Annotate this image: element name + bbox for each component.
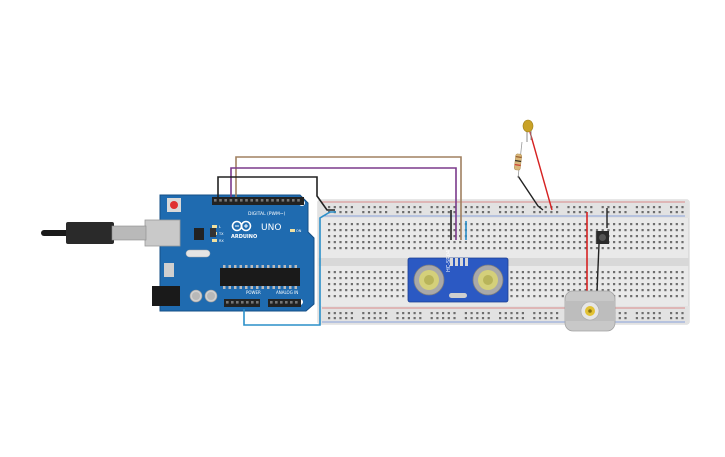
wire-black-arduino[interactable] bbox=[217, 176, 335, 211]
sensor-crystal bbox=[449, 293, 467, 298]
led-tx-label: TX bbox=[218, 232, 224, 236]
digital-header-pins bbox=[214, 199, 300, 202]
sensor-receiver bbox=[472, 264, 504, 296]
analog-header bbox=[268, 299, 301, 307]
digital-label: DIGITAL (PWM~) bbox=[248, 211, 286, 217]
arduino-brand-label: ARDUINO bbox=[231, 234, 257, 240]
crystal-oscillator bbox=[185, 249, 211, 258]
voltage-regulator bbox=[164, 263, 174, 277]
wire-black-motor[interactable] bbox=[596, 243, 600, 293]
wires bbox=[217, 131, 608, 326]
uno-model-label: UNO bbox=[261, 223, 281, 233]
reset-button-cap bbox=[170, 201, 178, 209]
sensor-transmitter bbox=[413, 264, 445, 296]
led-rx-label: RX bbox=[219, 239, 224, 243]
ultrasonic-sensor-hc-sr04[interactable]: HC-SR04 bbox=[407, 250, 509, 303]
led-on-label: ON bbox=[296, 229, 302, 233]
arduino-logo-icon bbox=[231, 220, 252, 232]
sensor-pins bbox=[450, 258, 468, 266]
bottom-header-pins bbox=[226, 301, 298, 304]
usb-chip bbox=[194, 228, 204, 240]
usb-port bbox=[144, 219, 181, 247]
wire-blue-bottom[interactable] bbox=[243, 211, 336, 326]
power-label: POWER bbox=[246, 290, 261, 295]
dc-power-jack bbox=[152, 286, 180, 306]
led-l-label: L bbox=[219, 225, 221, 229]
resistor-icon[interactable] bbox=[514, 141, 523, 179]
atmega-chip bbox=[220, 268, 300, 286]
led-icon[interactable] bbox=[522, 119, 534, 142]
wire-black-led[interactable] bbox=[517, 175, 544, 211]
breadboard-rail-lines bbox=[322, 201, 685, 323]
wire-red-led[interactable] bbox=[529, 131, 553, 211]
capacitors bbox=[189, 289, 218, 303]
analog-label: ANALOG IN bbox=[276, 290, 298, 295]
sensor-model-label: HC-SR04 bbox=[446, 250, 452, 272]
atmega-chip-pins bbox=[223, 265, 297, 289]
small-chip bbox=[210, 228, 216, 237]
wire-purple[interactable] bbox=[230, 167, 457, 240]
dc-motor-icon[interactable] bbox=[564, 290, 616, 332]
push-button-icon[interactable] bbox=[595, 231, 609, 244]
arduino-uno-board[interactable]: DIGITAL (PWM~) ARDUINO UNO L TX RX ON bbox=[144, 194, 315, 312]
usb-cable-icon[interactable] bbox=[41, 222, 147, 244]
